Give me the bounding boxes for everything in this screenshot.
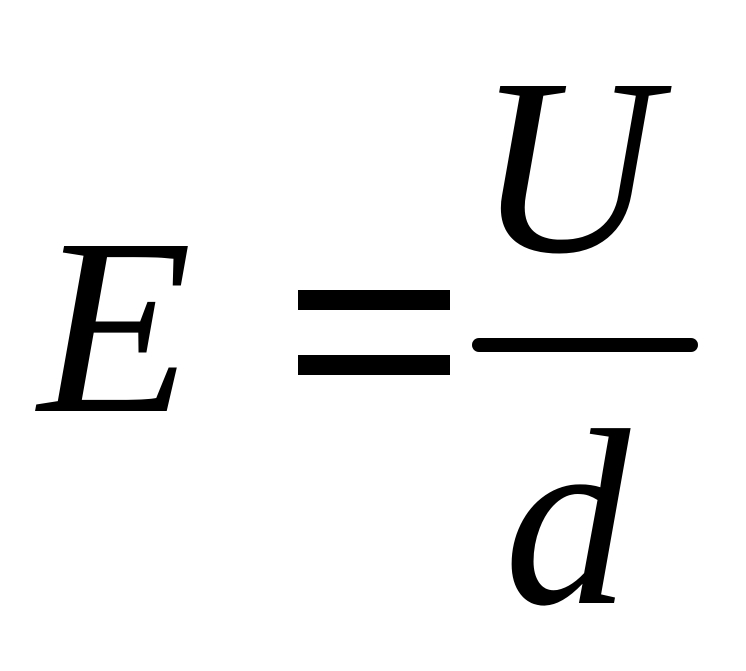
denominator-variable: d: [504, 378, 630, 658]
fraction-bar: [472, 338, 698, 352]
numerator-variable: U: [476, 26, 658, 306]
lhs-variable: E: [38, 186, 192, 466]
equals-sign-bottom-bar: [298, 355, 450, 375]
equals-sign-top-bar: [298, 290, 450, 310]
